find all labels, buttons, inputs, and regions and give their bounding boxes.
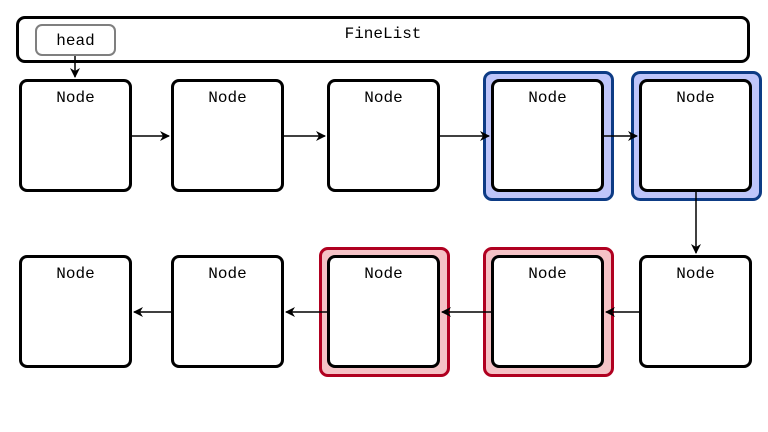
node-8: Node — [327, 255, 440, 368]
node-label: Node — [676, 89, 715, 107]
node-label: Node — [528, 265, 567, 283]
node-label: Node — [364, 89, 403, 107]
finelist-container: FineList — [16, 16, 750, 63]
node-label: Node — [56, 265, 95, 283]
node-label: Node — [208, 89, 247, 107]
node-4: Node — [491, 79, 604, 192]
head-pointer: head — [35, 24, 116, 56]
node-6: Node — [639, 255, 752, 368]
node-label: Node — [364, 265, 403, 283]
node-7: Node — [491, 255, 604, 368]
node-label: Node — [56, 89, 95, 107]
node-label: Node — [208, 265, 247, 283]
node-10: Node — [19, 255, 132, 368]
node-label: Node — [528, 89, 567, 107]
node-9: Node — [171, 255, 284, 368]
node-2: Node — [171, 79, 284, 192]
node-1: Node — [19, 79, 132, 192]
finelist-title: FineList — [344, 25, 422, 43]
node-5: Node — [639, 79, 752, 192]
node-3: Node — [327, 79, 440, 192]
node-label: Node — [676, 265, 715, 283]
